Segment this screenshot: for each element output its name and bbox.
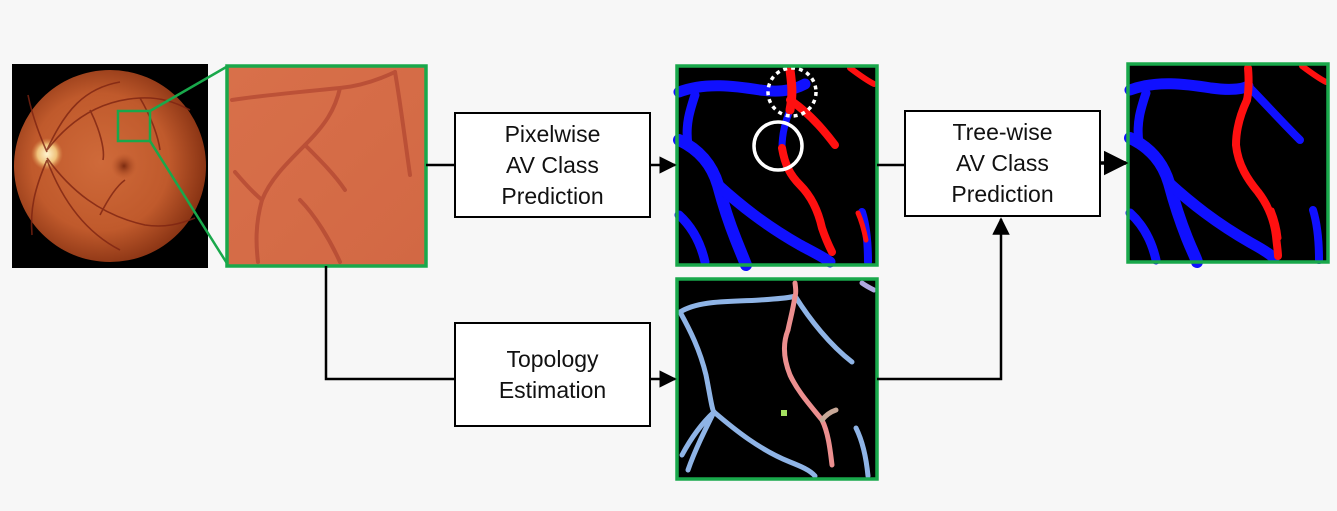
solid-highlight-circle bbox=[752, 120, 804, 172]
pixelwise-line-1: Pixelwise bbox=[504, 120, 601, 147]
pixelwise-line-2: AV Class bbox=[506, 151, 599, 178]
zoom-connector-lines bbox=[148, 64, 230, 266]
treewise-line-2: AV Class bbox=[956, 150, 1049, 176]
pixelwise-av-class-prediction-box: Pixelwise AV Class Prediction bbox=[454, 112, 651, 218]
pixelwise-line-3: Prediction bbox=[501, 182, 604, 209]
zoom-region-marker bbox=[116, 109, 152, 143]
topology-estimation-image bbox=[675, 277, 879, 481]
arrow-topology-image-to-treewise bbox=[877, 217, 1010, 381]
flow-arrows bbox=[324, 150, 1129, 388]
arrow-zoom-to-topology bbox=[324, 266, 454, 381]
pixelwise-prediction-image bbox=[673, 64, 879, 271]
topology-line-1: Topology bbox=[506, 345, 599, 372]
treewise-line-3: Prediction bbox=[951, 181, 1054, 207]
topology-line-2: Estimation bbox=[498, 376, 607, 403]
fundus-image bbox=[12, 64, 208, 268]
treewise-line-1: Tree-wise bbox=[952, 119, 1053, 145]
dashed-highlight-circle bbox=[766, 66, 818, 118]
treewise-av-class-prediction-box: Tree-wise AV Class Prediction bbox=[904, 110, 1101, 217]
topology-estimation-box: Topology Estimation bbox=[454, 322, 651, 427]
zoomed-retina-patch bbox=[225, 64, 428, 268]
treewise-prediction-image bbox=[1124, 62, 1330, 268]
